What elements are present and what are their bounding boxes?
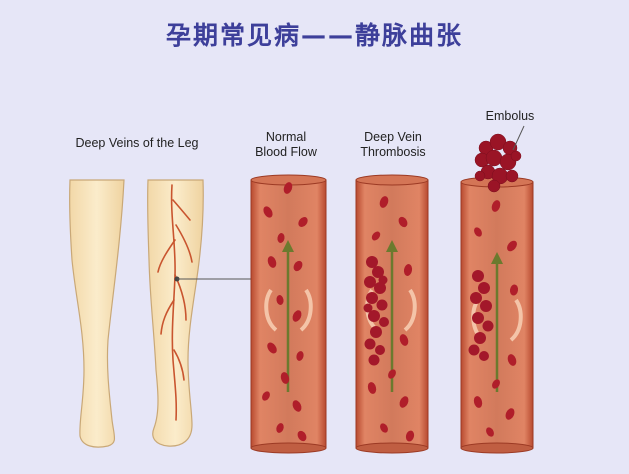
- blood-cells: [473, 200, 519, 437]
- normal-label-line2: Blood Flow: [255, 145, 317, 159]
- blood-cells: [367, 196, 415, 442]
- normal-label-line1: Normal: [265, 130, 307, 144]
- left-leg: [69, 179, 125, 448]
- dvt-label-line2: Thrombosis: [360, 145, 426, 159]
- deep-veins-label: Deep Veins of the Leg: [75, 136, 199, 150]
- dvt-label: Deep Vein Thrombosis: [343, 130, 443, 160]
- vessel-normal: [250, 174, 327, 454]
- normal-blood-flow-label: Normal Blood Flow: [236, 130, 336, 160]
- blood-cells: [262, 182, 308, 442]
- page-title: 孕期常见病——静脉曲张: [165, 21, 463, 50]
- thrombus: [363, 256, 389, 366]
- dvt-label-line1: Deep Vein: [364, 130, 422, 144]
- right-leg: [146, 179, 251, 447]
- embolus-label: Embolus: [485, 109, 535, 123]
- vessel-dvt: [355, 174, 429, 454]
- thrombus: [468, 270, 494, 361]
- embolus-pointer: [512, 125, 525, 151]
- vessel-embolus: [460, 125, 534, 454]
- embolus-clot: [474, 133, 522, 193]
